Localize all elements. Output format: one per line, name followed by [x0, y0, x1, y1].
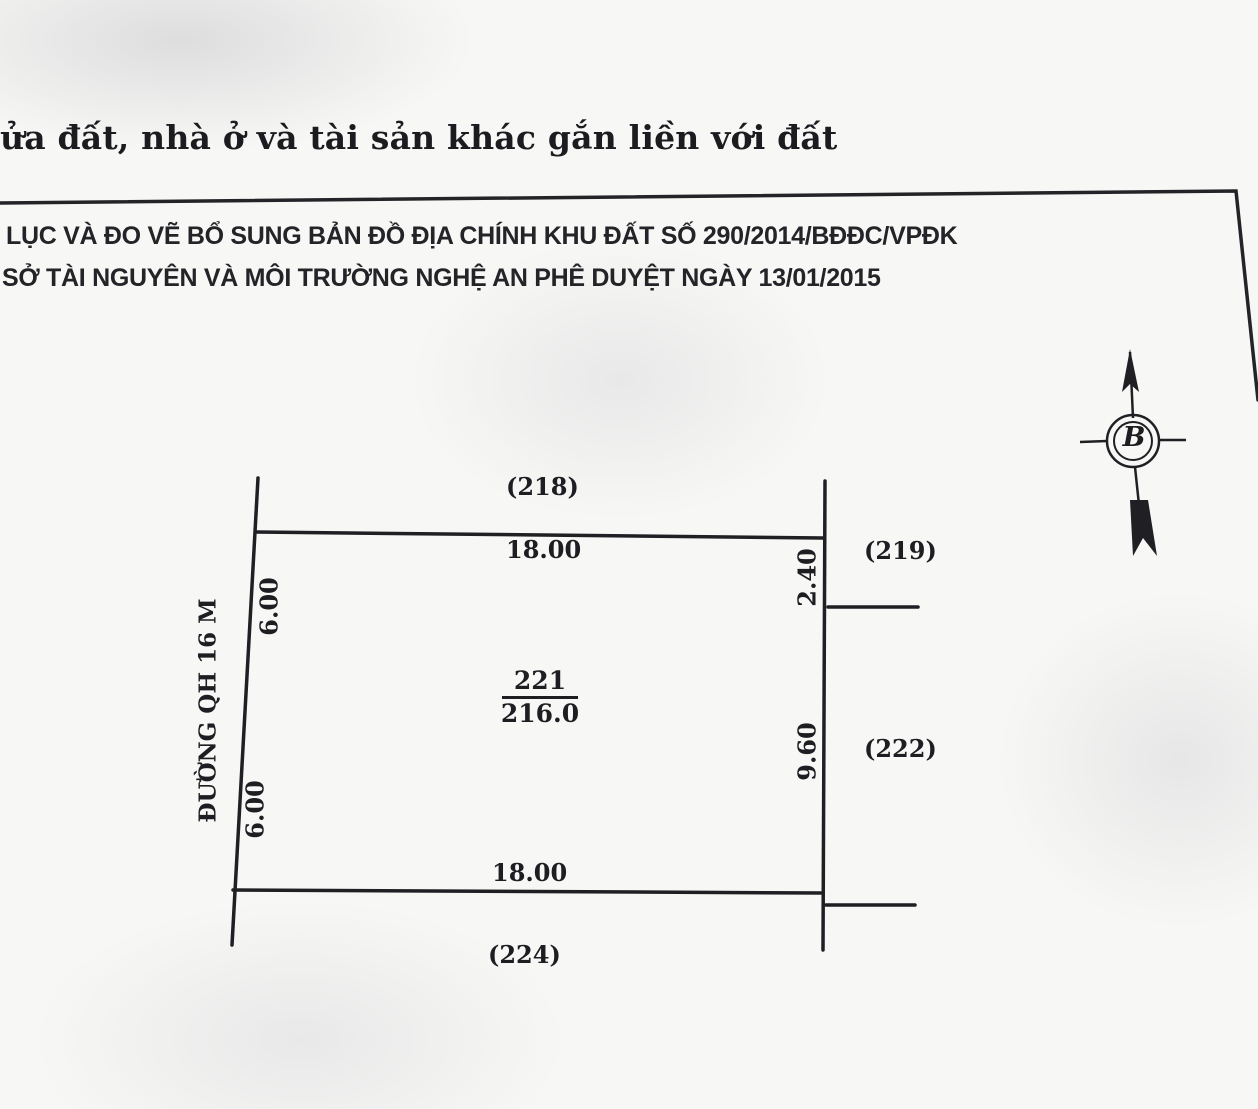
right-boundary — [821, 479, 827, 952]
dimension-bottom: 18.00 — [492, 858, 568, 887]
dimension-top: 18.00 — [506, 535, 582, 564]
dimension-left-upper: 6.00 — [254, 577, 284, 636]
frame-border — [0, 189, 1258, 402]
road-label: ĐƯỜNG QH 16 M — [194, 598, 222, 823]
dimension-right-lower: 9.60 — [792, 722, 822, 781]
parcel-label: 221 216.0 — [498, 666, 582, 728]
neighbor-parcel-east-lower: (222) — [864, 734, 937, 763]
survey-description-line-2: SỞ TÀI NGUYÊN VÀ MÔI TRƯỜNG NGHỆ AN PHÊ … — [2, 264, 881, 292]
left-boundary — [230, 476, 260, 947]
parcel-boundary — [230, 476, 920, 952]
dimension-right-upper: 2.40 — [792, 548, 822, 607]
dimension-left-lower: 6.00 — [240, 780, 270, 839]
document-heading: ửa đất, nhà ở và tài sản khác gắn liền v… — [0, 118, 838, 157]
top-boundary — [254, 530, 825, 540]
parcel-area: 216.0 — [500, 699, 580, 728]
frame-line — [0, 189, 1258, 402]
bottom-boundary — [231, 888, 824, 895]
compass-letter: B — [1122, 422, 1146, 453]
survey-description-line-1: LỤC VÀ ĐO VẼ BỔ SUNG BẢN ĐỒ ĐỊA CHÍNH KH… — [6, 222, 958, 250]
parcel-number: 221 — [502, 666, 578, 699]
north-arrow-icon — [1079, 349, 1186, 556]
neighbor-parcel-south: (224) — [488, 940, 561, 969]
neighbor-parcel-east-upper: (219) — [864, 536, 937, 565]
neighbor-parcel-north: (218) — [506, 472, 579, 501]
